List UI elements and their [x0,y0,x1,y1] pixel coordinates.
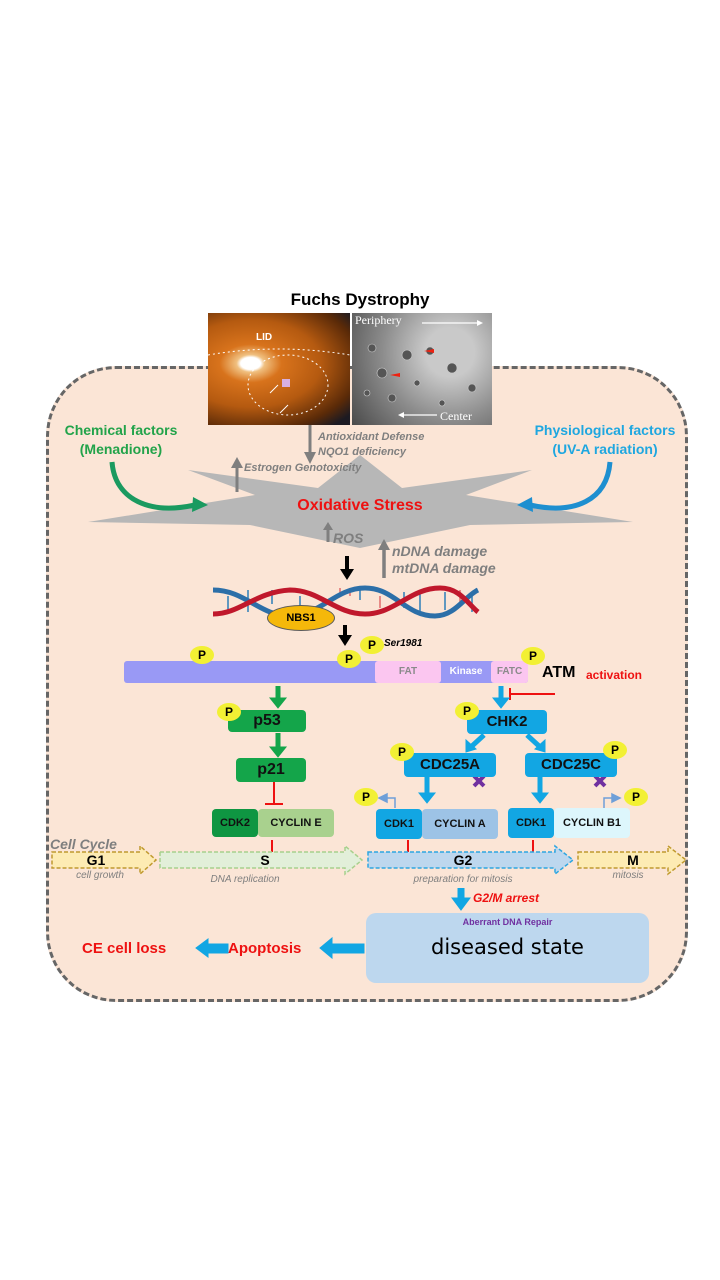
center-label: Center [440,409,472,423]
phospho-cdk1-b: P [624,788,648,806]
specular-microscopy-photo [352,313,492,425]
phase-s-desc: DNA replication [210,874,280,885]
phospho-atm-2: P [337,650,361,668]
cdk1-a-box: CDK1 [376,809,422,839]
cell-cycle-title: Cell Cycle [50,836,117,852]
physio-curve-arrow [529,461,613,511]
phase-m-desc: mitosis [612,870,644,881]
chk2-box: CHK2 [467,710,547,734]
ndna-damage: nDNA damage [392,543,488,559]
periphery-label: Periphery [355,313,402,327]
p21-box: p21 [236,758,306,782]
phospho-atm-3: P [521,647,545,665]
ser1981-label: Ser1981 [384,638,423,649]
chemical-curve-arrow [109,461,196,511]
nqo1-deficiency: NQO1 deficiency [318,446,407,458]
diagram-title: Fuchs Dystrophy [290,290,430,309]
chemical-factors-line2: (Menadione) [79,441,163,457]
phase-g1-label: G1 [86,852,106,868]
nbs1-protein: NBS1 [267,605,335,631]
oxidative-stress-label: Oxidative Stress [297,497,423,514]
atm-label: ATM [542,664,576,681]
ros-label: ROS [333,530,364,546]
oxidative-stress-star [88,455,633,548]
estrogen-genotoxicity: Estrogen Genotoxicity [244,462,362,474]
apoptosis-label: Apoptosis [228,940,302,957]
p53-box: p53 [228,710,306,732]
diseased-state-label: diseased state [431,935,584,959]
chemical-factors-line1: Chemical factors [64,422,178,438]
phase-g1-desc: cell growth [76,870,124,881]
atm-domain-fatc: FATC [491,661,528,683]
phospho-cdk1-a: P [354,788,378,806]
phase-m-label: M [627,852,639,868]
phospho-p53: P [217,703,241,721]
phospho-cdc25c: P [603,741,627,759]
ce-cell-loss-label: CE cell loss [82,940,167,957]
g2m-arrest-label: G2/M arrest [473,891,540,905]
cdc25c-box: CDC25C [525,753,617,777]
cyclin-b1-box: CYCLIN B1 [554,808,630,838]
lid-label: LID [256,332,273,343]
dna-damage-text: nDNA damage mtDNA damage [392,543,496,577]
cell-cycle-arrows [51,844,688,876]
mtdna-damage: mtDNA damage [392,560,496,576]
atm-domain-fat: FAT [375,661,441,683]
dna-helix [212,585,480,619]
phase-g2-label: G2 [453,852,473,868]
physiological-factors-line1: Physiological factors [534,422,676,438]
chemical-factors-label: Chemical factors (Menadione) [56,421,186,459]
phospho-atm-1: P [190,646,214,664]
slit-lamp-photo [208,313,350,425]
phospho-chk2: P [455,702,479,720]
aberrant-dna-repair-label: Aberrant DNA Repair [462,917,553,927]
cell-panel [46,366,688,1002]
antioxidant-defense: Antioxidant Defense [318,431,425,443]
diseased-state-box: Aberrant DNA Repair diseased state [366,913,649,983]
phospho-ser1981: P [360,636,384,654]
atm-activation-label: activation [586,668,643,682]
phase-g2-desc: preparation for mitosis [413,874,513,885]
phospho-cdc25a: P [390,743,414,761]
antioxidant-text: Antioxidant Defense NQO1 deficiency [318,430,424,460]
cyclin-e-box: CYCLIN E [258,809,334,837]
cdc25a-box: CDC25A [404,753,496,777]
cyclin-a-box: CYCLIN A [422,809,498,839]
atm-domain-kinase: Kinase [441,661,491,683]
physiological-factors-label: Physiological factors (UV-A radiation) [500,421,710,459]
cdk2-box: CDK2 [212,809,258,837]
physiological-factors-line2: (UV-A radiation) [552,441,658,457]
cdk1-b-box: CDK1 [508,808,554,838]
phase-s-label: S [260,852,270,868]
